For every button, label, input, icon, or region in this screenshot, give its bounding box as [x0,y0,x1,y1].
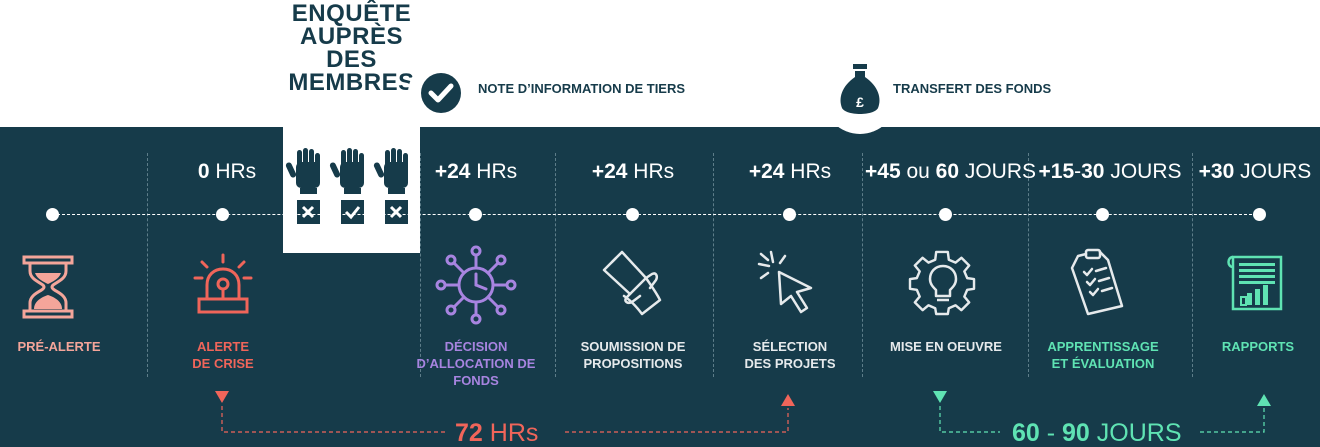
stage-label-line: FONDS [453,373,499,388]
days-total-min: 60 [1012,419,1040,447]
timeline-dot [939,208,952,221]
time-value: +24 [748,160,785,183]
survey-title-line: MEMBRES [288,69,415,96]
time-value: +45 [865,160,901,183]
timeline-dot [1096,208,1109,221]
column-divider [1028,153,1029,377]
hours-total-unit: HRs [482,419,539,447]
stage-label-pre-alert: PRÉ-ALERTE [0,338,134,355]
time-label: +30 JOURS [1175,160,1320,184]
time-label: +24 HRs [396,160,556,184]
time-value: 30 [1081,160,1105,183]
days-total-separator: - [1039,419,1063,447]
timeline-dot [1253,208,1266,221]
time-value: +24 [591,160,628,183]
survey-title-line: ENQUÊTE [291,0,412,27]
stage-label-crisis-alert: ALERTE DE CRISE [148,338,298,372]
report-chart-icon [1227,255,1283,311]
time-value: +24 [434,160,471,183]
days-total-max: 90 [1062,419,1090,447]
stage-label-line: DE CRISE [192,356,254,371]
stage-label-funding-decision: DÉCISION D’ALLOCATION DE FONDS [401,338,551,389]
time-unit: HRs [627,160,675,183]
stage-label-project-selection: SÉLECTION DES PROJETS [715,338,865,372]
time-separator: ou [900,160,936,183]
days-total-unit: JOURS [1089,419,1182,447]
member-survey-callout: ENQUÊTE AUPRÈS DES MEMBRES [283,0,420,253]
column-divider [713,153,714,377]
stage-label-line: RAPPORTS [1221,339,1295,354]
timeline-dot [469,208,482,221]
funds-transfer-label: TRANSFERT DES FONDS [893,81,1052,96]
time-label: +45 ou 60 JOURS [865,160,1036,184]
alarm-siren-icon [193,253,253,314]
stage-label-line: D’ALLOCATION DE [416,356,536,371]
stage-label-learning-evaluation: APPRENTISSAGE ET ÉVALUATION [1028,338,1178,372]
info-note-label: NOTE D’INFORMATION DE TIERS [478,81,686,96]
timeline-dot [783,208,796,221]
time-label: 0 HRs [147,160,307,184]
time-value: +30 [1198,160,1235,183]
stage-label-implementation: MISE EN OEUVRE [871,338,1021,355]
survey-title-line: DES [326,46,377,73]
stage-label-proposal-submission: SOUMISSION DE PROPOSITIONS [558,338,708,372]
stage-label-line: MISE EN OEUVRE [890,339,1002,354]
time-separator: - [1074,160,1082,183]
time-unit: JOURS [1104,160,1182,183]
time-label: +24 HRs [710,160,870,184]
time-value: 60 [935,160,960,183]
voting-hands-icon [285,148,408,224]
timeline-dot [46,208,59,221]
time-unit: JOURS [1234,160,1312,183]
stage-label-line: PROPOSITIONS [583,356,683,371]
column-divider [862,153,863,377]
timeline-dot [626,208,639,221]
days-total-label: 60 - 90 JOURS [1012,420,1182,447]
check-circle-icon [421,73,461,113]
gear-lightbulb-icon [908,250,976,316]
hours-total-label: 72 HRs [455,420,538,447]
stage-label-line: APPRENTISSAGE [1047,339,1159,354]
timeline-dot [216,208,229,221]
stage-label-line: SOUMISSION DE [580,339,686,354]
checklist-icon [1070,248,1124,316]
column-divider [1192,153,1193,377]
stage-label-line: ALERTE [197,339,249,354]
stage-label-line: DÉCISION [444,339,508,354]
time-label: +24 HRs [553,160,713,184]
column-divider [420,153,421,377]
hours-total-value: 72 [455,419,483,447]
currency-symbol: £ [856,94,864,110]
money-bag-icon: £ [840,64,880,114]
time-unit: JOURS [959,160,1037,183]
cursor-click-icon [757,250,813,314]
column-divider [555,153,556,377]
time-unit: HRs [470,160,518,183]
time-value: 0 [197,160,210,183]
stage-label-line: PRÉ-ALERTE [17,339,101,354]
stage-label-line: DES PROJETS [744,356,836,371]
column-divider [147,153,148,377]
time-unit: HRs [209,160,257,183]
hourglass-icon [22,255,74,319]
stage-label-line: SÉLECTION [752,339,828,354]
document-hand-icon [602,250,662,316]
survey-title: ENQUÊTE AUPRÈS DES MEMBRES [283,0,420,96]
timeline-line [52,214,1262,215]
stage-label-line: ET ÉVALUATION [1051,356,1155,371]
time-unit: HRs [784,160,832,183]
time-value: +15 [1038,160,1075,183]
time-label: +15-30 JOURS [1030,160,1190,184]
survey-title-line: AUPRÈS [299,23,404,50]
allocation-network-icon [435,245,517,325]
stage-label-reports: RAPPORTS [1183,338,1320,355]
